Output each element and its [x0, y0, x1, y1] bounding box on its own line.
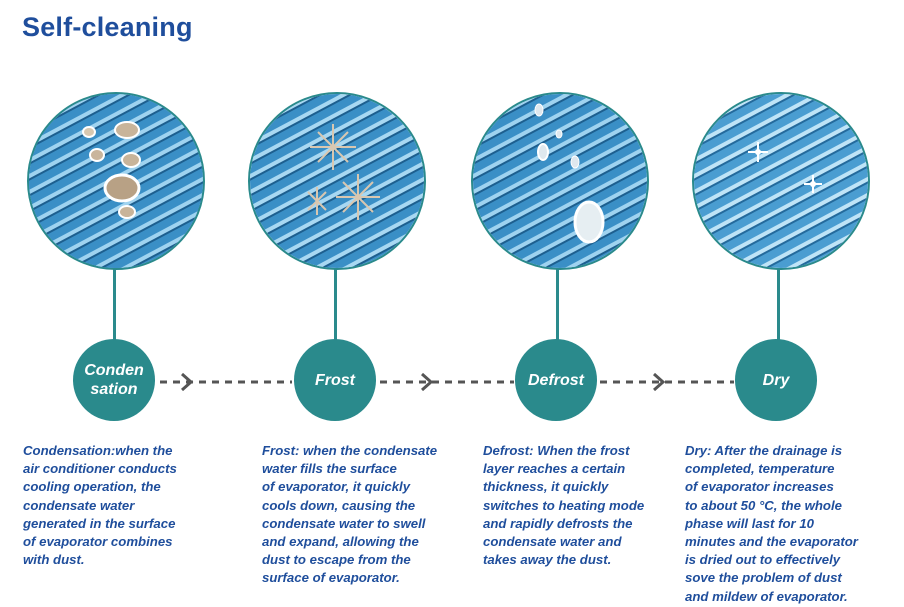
dry-sparkle-icon — [694, 94, 868, 268]
condensation-photo — [27, 92, 205, 270]
description-condensation: Condensation:when the air conditioner co… — [23, 443, 177, 568]
description-defrost: Defrost: When the frost layer reaches a … — [483, 443, 645, 568]
stem-frost — [334, 268, 337, 342]
stage-condensation: Conden sation — [73, 339, 155, 421]
page-title: Self-cleaning — [22, 12, 193, 42]
dry-photo — [692, 92, 870, 270]
stage-dry: Dry — [735, 339, 817, 421]
arrow-defrost-to-dry — [600, 372, 734, 392]
description-frost: Frost: when the condensate water fills t… — [262, 443, 438, 586]
water-droplets-icon — [29, 94, 203, 268]
frost-photo — [248, 92, 426, 270]
stage-frost: Frost — [294, 339, 376, 421]
description-dry: Dry: After the drainage is completed, te… — [685, 443, 858, 604]
arrow-condensation-to-frost — [160, 372, 292, 392]
frost-crystals-icon — [250, 94, 424, 268]
defrost-photo — [471, 92, 649, 270]
stem-dry — [777, 268, 780, 342]
stage-defrost: Defrost — [515, 339, 597, 421]
stem-condensation — [113, 268, 116, 342]
stem-defrost — [556, 268, 559, 342]
arrow-frost-to-defrost — [380, 372, 514, 392]
melting-drops-icon — [473, 94, 647, 268]
